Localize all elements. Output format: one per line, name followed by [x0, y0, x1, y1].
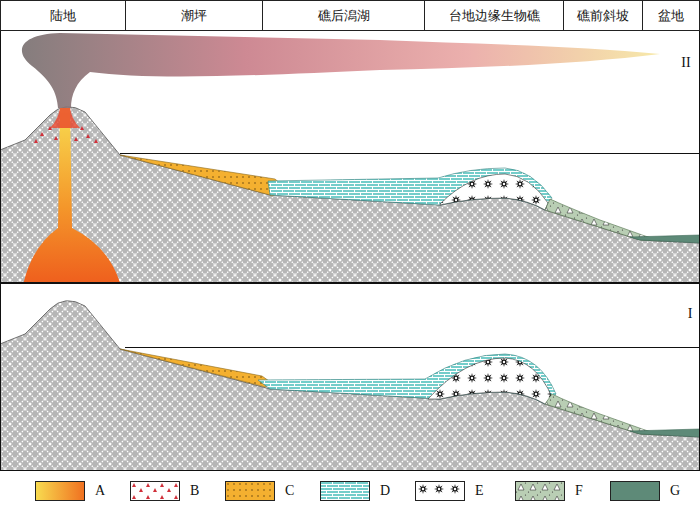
legend-letter: D	[380, 483, 390, 499]
panel-number: I	[688, 307, 693, 321]
legend-swatch	[320, 481, 370, 501]
zone-name: 盆地	[658, 7, 684, 25]
legend-swatch-fill	[131, 482, 180, 501]
legend-letter: B	[190, 483, 199, 499]
zone-name: 台地边缘生物礁	[449, 7, 540, 25]
zone-header-cell: 礁前斜坡	[563, 0, 643, 31]
panel-ii	[0, 33, 700, 282]
zone-name: 礁后潟湖	[318, 7, 370, 25]
legend-swatch	[515, 481, 565, 501]
legend-letter: G	[670, 483, 680, 499]
legend-swatch	[130, 481, 180, 501]
legend-swatch	[415, 481, 465, 501]
legend-letter: E	[475, 483, 484, 499]
zone-header-cell: 台地边缘生物礁	[424, 0, 564, 31]
legend-letter: A	[95, 483, 105, 499]
legend-swatch	[610, 481, 660, 501]
zone-header-cell: 盆地	[642, 0, 700, 31]
zone-name: 陆地	[50, 7, 76, 25]
legend-swatch	[225, 481, 275, 501]
panel-number: II	[681, 56, 690, 70]
legend-swatch-fill	[611, 482, 660, 501]
legend-entry: C	[225, 481, 294, 501]
legend-letter: F	[575, 483, 583, 499]
legend-entry: G	[610, 481, 680, 501]
panel-i	[0, 301, 700, 470]
legend-swatch-fill	[36, 482, 85, 501]
zone-name: 潮坪	[181, 7, 207, 25]
legend-letter: C	[285, 483, 294, 499]
zone-name: 礁前斜坡	[577, 7, 629, 25]
zone-header-cell: 陆地	[0, 0, 126, 31]
legend-entry: D	[320, 481, 390, 501]
legend-entry: A	[35, 481, 105, 501]
zone-header-cell: 礁后潟湖	[262, 0, 425, 31]
zone-header-cell: 潮坪	[125, 0, 263, 31]
legend-entry: B	[130, 481, 199, 501]
legend-swatch-fill	[416, 482, 465, 501]
legend-entry: F	[515, 481, 583, 501]
legend-swatch-fill	[516, 482, 565, 501]
legend-swatch-fill	[226, 482, 275, 501]
legend-entry: E	[415, 481, 484, 501]
legend-swatch	[35, 481, 85, 501]
legend-swatch-fill	[321, 482, 370, 501]
